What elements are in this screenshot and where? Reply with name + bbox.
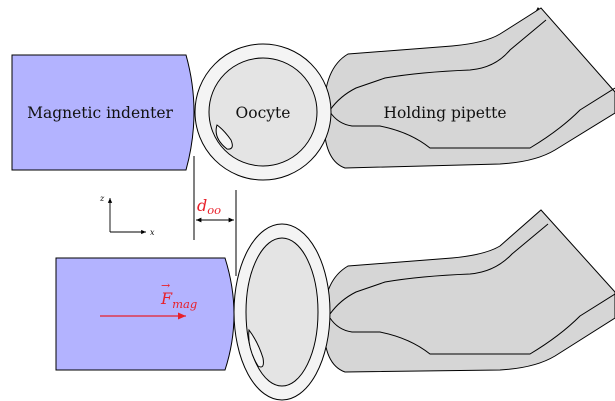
top-pipette-channel-lower xyxy=(329,87,615,149)
distance-label: doo xyxy=(197,196,221,217)
x-axis-label: x xyxy=(150,228,155,237)
top-pipette-channel-upper xyxy=(329,19,547,111)
coordinate-axes: z x xyxy=(99,194,155,237)
bottom-oocyte-polar-body xyxy=(248,328,264,368)
bottom-pipette-tube xyxy=(323,209,615,373)
top-panel: Magnetic indenter Oocyte Holding pipette xyxy=(11,7,615,181)
bottom-oocyte-inner xyxy=(245,237,319,387)
top-pipette-tube xyxy=(323,7,615,169)
z-axis-label: z xyxy=(99,194,105,203)
bottom-pipette-channel-lower xyxy=(329,293,615,355)
force-label: Fmag xyxy=(160,289,197,311)
bottom-indenter-body xyxy=(55,257,235,371)
top-indenter-label: Magnetic indenter xyxy=(27,104,173,122)
top-oocyte-inner xyxy=(208,57,318,167)
top-oocyte-label: Oocyte xyxy=(236,104,291,122)
top-pipette-label: Holding pipette xyxy=(383,104,506,122)
force-vector-accent: → xyxy=(161,279,170,292)
bottom-panel: Fmag → xyxy=(55,209,615,401)
top-indenter-body xyxy=(11,54,195,171)
top-oocyte-polar-body xyxy=(215,124,233,150)
bottom-pipette-channel-upper xyxy=(329,223,549,315)
distance-marker: doo xyxy=(193,156,237,276)
